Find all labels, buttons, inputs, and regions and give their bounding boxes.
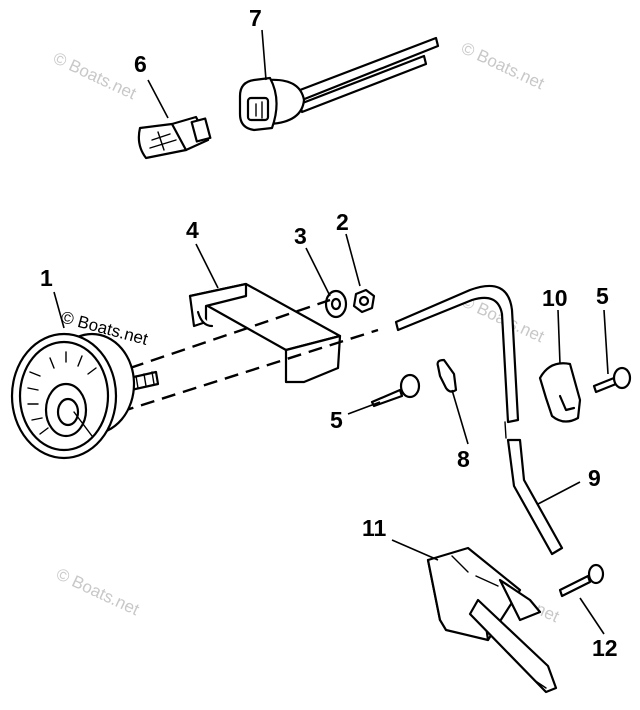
leader-line — [557, 309, 561, 365]
watermark: © Boats.net — [50, 48, 139, 103]
callout-5: 5 — [596, 283, 609, 309]
leader-line — [347, 401, 381, 415]
gauge-part — [10, 332, 160, 460]
callout-10: 10 — [542, 285, 568, 311]
callout-7: 7 — [249, 5, 262, 31]
callout-3: 3 — [294, 223, 307, 249]
callout-2: 2 — [336, 209, 349, 235]
callout-11: 11 — [362, 515, 387, 541]
pickup-housing-part — [426, 546, 558, 694]
leader-line — [345, 233, 361, 287]
watermark: © Boats.net — [458, 38, 547, 93]
mounting-bracket-part — [188, 282, 342, 384]
tube-clip-part — [436, 358, 458, 393]
bulb-part — [137, 115, 212, 160]
lamp-socket-part — [238, 36, 440, 132]
leader-line — [305, 247, 331, 297]
leader-line — [451, 389, 469, 445]
leader-line — [195, 243, 219, 289]
callout-1: 1 — [40, 265, 53, 291]
leader-line — [391, 539, 439, 561]
leader-line — [261, 29, 267, 81]
cover-plate-part — [538, 362, 582, 423]
leader-line — [537, 481, 581, 505]
callout-6: 6 — [134, 51, 147, 77]
screw-part — [370, 373, 421, 408]
callout-12: 12 — [592, 635, 618, 661]
watermark: © Boats.net — [53, 564, 142, 619]
callout-4: 4 — [186, 217, 199, 243]
callout-5: 5 — [330, 407, 343, 433]
callout-8: 8 — [457, 446, 470, 472]
alignment-line — [129, 298, 331, 370]
nut-part — [352, 288, 376, 314]
leader-line — [579, 597, 605, 635]
callout-9: 9 — [588, 465, 601, 491]
screw-part — [558, 563, 605, 598]
leader-line — [603, 309, 609, 375]
screw-part — [592, 366, 632, 394]
leader-line — [53, 291, 65, 329]
washer-part — [324, 289, 348, 319]
alignment-line — [119, 328, 379, 414]
pitot-tube-part — [394, 284, 564, 556]
leader-line — [147, 79, 169, 119]
